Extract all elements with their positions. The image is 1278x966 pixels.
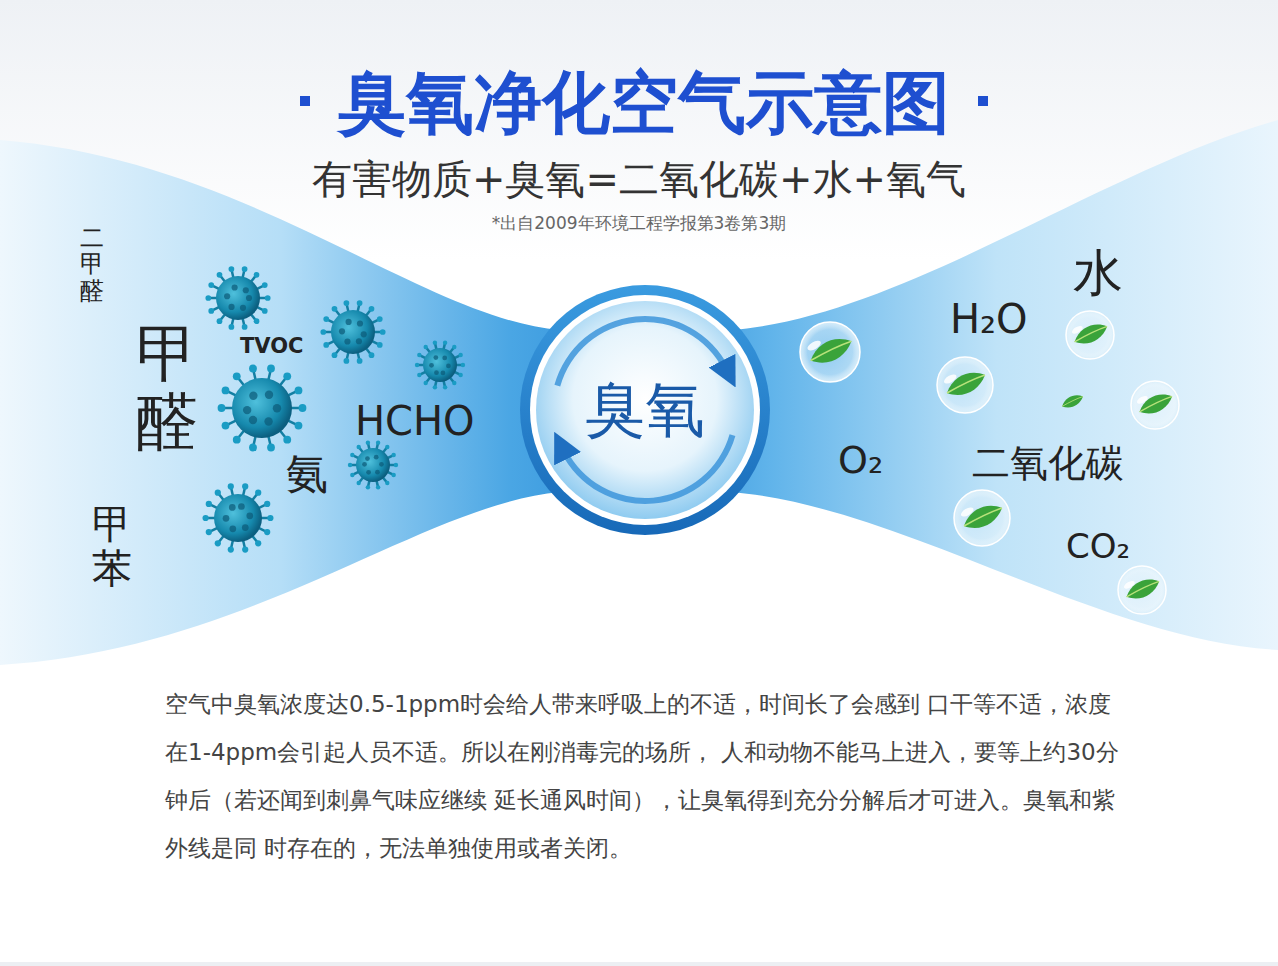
diagram-title: 臭氧净化空气示意图 — [338, 58, 950, 149]
product-label: 水 — [1073, 240, 1123, 307]
virus-icon — [415, 340, 465, 389]
virus-icon — [218, 365, 307, 452]
product-label: O₂ — [838, 438, 883, 482]
leaf-bubble — [1066, 311, 1114, 359]
pollutant-label: 甲醛 — [136, 320, 198, 456]
pollutant-label: TVOC — [240, 334, 303, 358]
leaf-bubble — [954, 490, 1010, 546]
product-label: H₂O — [950, 296, 1028, 342]
leaf-bubble — [1131, 381, 1179, 429]
virus-icon — [320, 300, 385, 364]
pollutant-label: 氨 — [286, 446, 328, 502]
leaf-bubble — [1118, 566, 1166, 614]
product-label: CO₂ — [1066, 526, 1130, 566]
pollutant-label: 二甲醛 — [80, 225, 104, 304]
product-label: 二氧化碳 — [972, 438, 1124, 489]
virus-icon — [205, 266, 270, 330]
virus-icon — [348, 440, 398, 489]
leaf-bubble — [937, 357, 993, 413]
note-paragraph: 空气中臭氧浓度达0.5-1ppm时会给人带来呼吸上的不适，时间长了会感到 口干等… — [165, 680, 1130, 872]
pollutant-label: 甲苯 — [92, 502, 132, 590]
virus-icon — [202, 483, 273, 552]
node-text-box: 臭氧 — [520, 285, 770, 535]
equation-text: 有害物质+臭氧=二氧化碳+水+氧气 — [312, 152, 966, 207]
ozone-circle: 臭氧 — [520, 285, 770, 535]
source-note: *出自2009年环境工程学报第3卷第3期 — [492, 212, 786, 235]
leaf-bubble — [1062, 395, 1083, 407]
node-label: 臭氧 — [585, 370, 705, 451]
leaf-bubble — [800, 322, 860, 382]
pollutant-label: HCHO — [355, 398, 475, 444]
